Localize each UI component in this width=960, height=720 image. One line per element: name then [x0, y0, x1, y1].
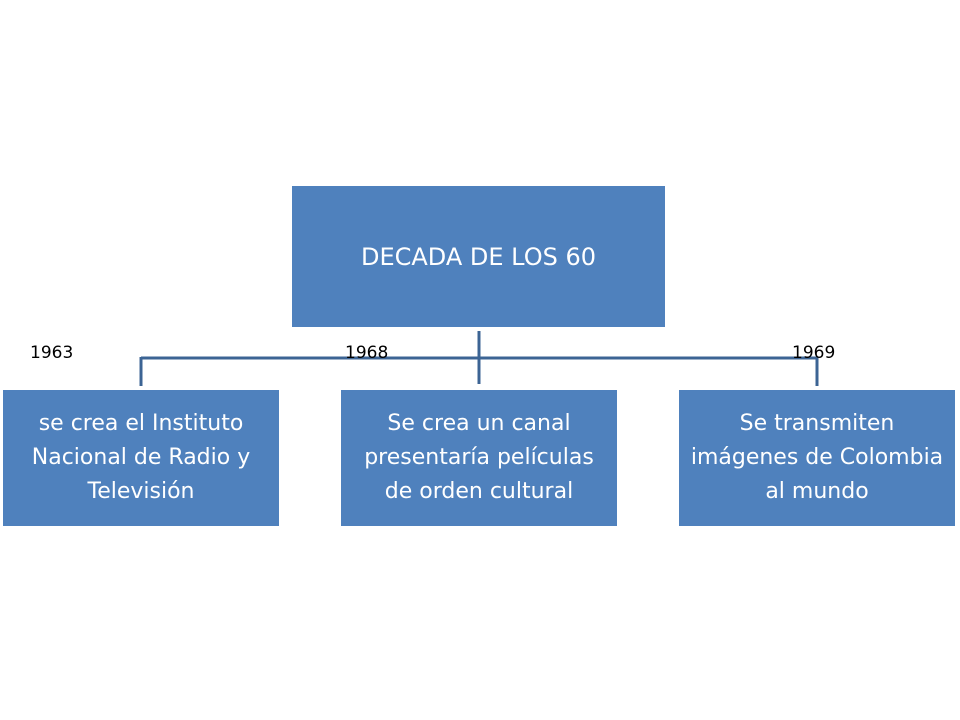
year-label-1963: 1963 — [30, 343, 74, 363]
child-node-transmision: Se transmiten imágenes de Colombia al mu… — [679, 390, 955, 526]
year-label-1969: 1969 — [792, 343, 836, 363]
root-node-label: DECADA DE LOS 60 — [360, 242, 596, 271]
child-node-canal: Se crea un canal presentaría películas d… — [341, 390, 617, 526]
child-node-instituto: se crea el Instituto Nacional de Radio y… — [3, 390, 279, 526]
child-node-label: se crea el Instituto Nacional de Radio y… — [31, 411, 251, 504]
child-node-label: Se crea un canal presentaría películas d… — [364, 411, 594, 504]
root-node: DECADA DE LOS 60 — [292, 186, 665, 327]
year-label-1968: 1968 — [345, 343, 389, 363]
child-node-label: Se transmiten imágenes de Colombia al mu… — [690, 411, 944, 504]
